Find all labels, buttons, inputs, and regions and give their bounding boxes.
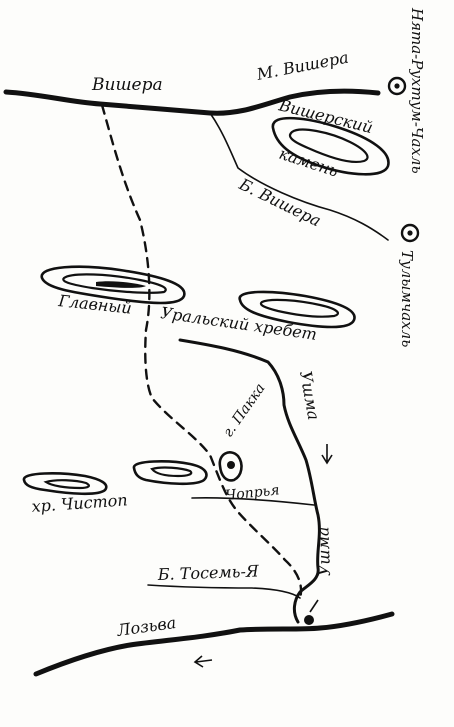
peak-symbol-nyata [387,76,407,96]
b-tosem-ya-river [147,584,301,599]
label-glavny: Главный [57,291,133,318]
label-choprya: Чопрья [225,482,281,504]
khr-chistop-ridge [22,472,108,496]
choprya-river [191,497,315,506]
label-s-pakka: г. Пакка [220,381,268,441]
label-b-tosem-ya: Б. Тосемь-Я [156,561,260,584]
label-uralskiy-khrebet: Уральский хребет [159,303,318,344]
label-visherskiy: Вишерский [276,95,375,137]
label-m-vishera: М. Вишера [254,48,350,85]
label-vishera: Вишера [91,75,163,95]
label-b-vishera: Б. Вишера [235,174,324,230]
central-ridge [132,460,208,486]
flow-arrow-lozva [193,655,213,668]
label-khr-chistop: хр. Чистоп [31,490,128,516]
label-nyata-rukhtum: Нята-Рухтум-Чахль [408,7,426,174]
ushma-village-dot [304,615,314,625]
b-vishera-river [209,112,389,241]
flow-arrow-ushma [321,444,333,465]
ushma-village-tick [309,599,319,613]
label-lozva: Лозьва [115,613,177,640]
route-line [100,103,303,600]
uralskiy-ridge-east [238,290,356,329]
peak-symbol-tulym [400,223,420,243]
glavny-ridge-west [40,265,186,305]
visherskiy-kamen-ridge [271,116,390,176]
label-ushma-river: Ушма [296,369,323,421]
lozva-river [33,611,395,677]
label-tulymchakhl: Тулымчахль [398,250,416,347]
pakka-mountain [218,451,243,482]
ushma-river [178,338,321,624]
label-ushma-village: Ушма [313,526,334,576]
